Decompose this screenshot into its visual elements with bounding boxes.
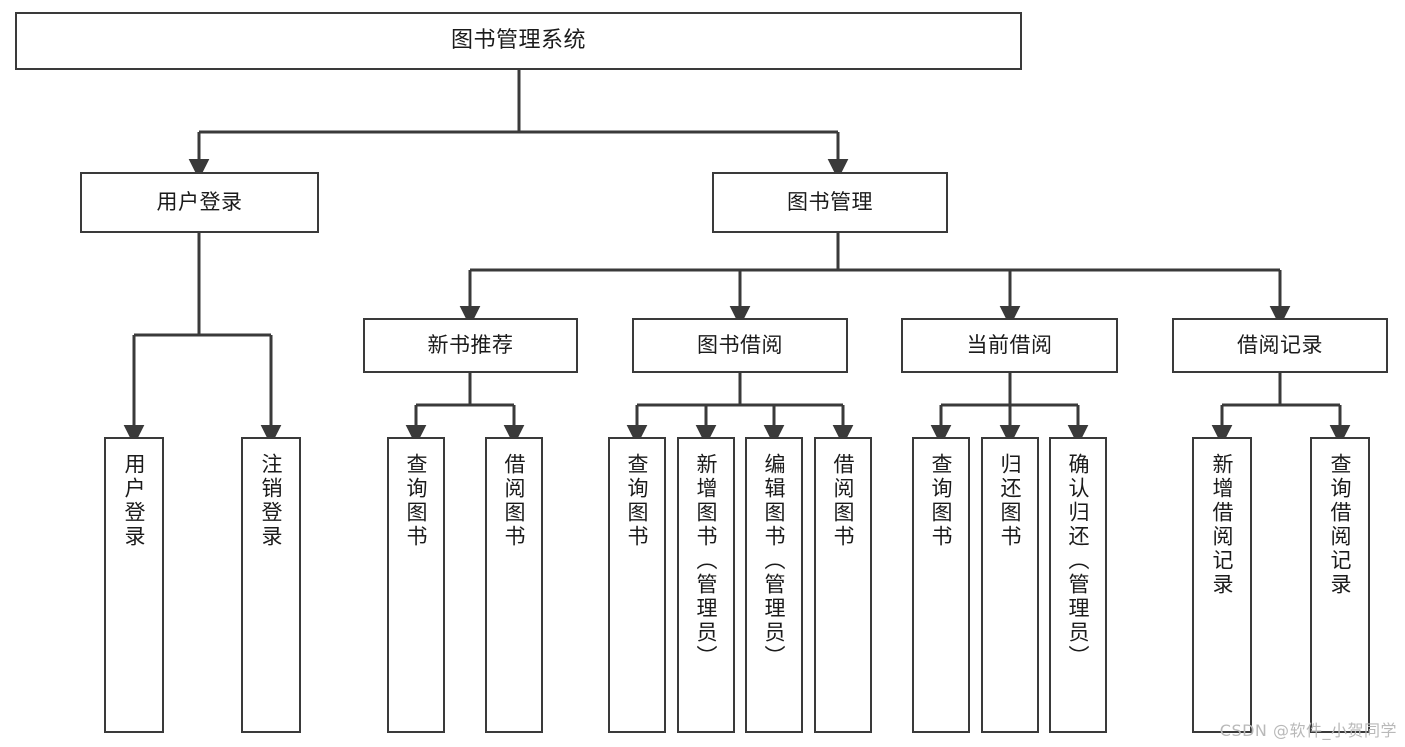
- leaf-book-borrow-edit-book[interactable]: 编辑图书（管理员）: [745, 437, 803, 733]
- leaf-book-borrow-borrow-book[interactable]: 借阅图书: [814, 437, 872, 733]
- leaf-user-login-logout[interactable]: 注销登录: [241, 437, 301, 733]
- node-root-system[interactable]: 图书管理系统: [15, 12, 1022, 70]
- node-label: 当前借阅: [966, 333, 1053, 358]
- node-book-borrow[interactable]: 图书借阅: [632, 318, 848, 373]
- node-label: 借阅图书: [502, 453, 527, 549]
- node-label: 查询借阅记录: [1328, 453, 1353, 597]
- node-current-borrow[interactable]: 当前借阅: [901, 318, 1118, 373]
- node-label: 查询图书: [404, 453, 429, 549]
- node-label: 新增借阅记录: [1210, 453, 1235, 597]
- leaf-book-borrow-add-book[interactable]: 新增图书（管理员）: [677, 437, 735, 733]
- node-label: 新书推荐: [427, 333, 514, 358]
- node-borrow-record[interactable]: 借阅记录: [1172, 318, 1388, 373]
- leaf-current-borrow-return-book[interactable]: 归还图书: [981, 437, 1039, 733]
- node-label: 确认归还（管理员）: [1066, 453, 1091, 669]
- node-label: 查询图书: [625, 453, 650, 549]
- node-new-book-recommend[interactable]: 新书推荐: [363, 318, 578, 373]
- leaf-current-borrow-confirm-return[interactable]: 确认归还（管理员）: [1049, 437, 1107, 733]
- node-label: 用户登录: [156, 190, 243, 215]
- leaf-new-book-borrow-book[interactable]: 借阅图书: [485, 437, 543, 733]
- leaf-user-login-login[interactable]: 用户登录: [104, 437, 164, 733]
- node-label: 用户登录: [122, 453, 147, 549]
- leaf-borrow-record-add-record[interactable]: 新增借阅记录: [1192, 437, 1252, 733]
- node-label: 编辑图书（管理员）: [762, 453, 787, 669]
- node-label: 图书管理系统: [450, 28, 586, 54]
- leaf-borrow-record-query-record[interactable]: 查询借阅记录: [1310, 437, 1370, 733]
- node-user-login[interactable]: 用户登录: [80, 172, 319, 233]
- leaf-new-book-query-book[interactable]: 查询图书: [387, 437, 445, 733]
- node-label: 图书管理: [787, 190, 873, 215]
- node-label: 借阅记录: [1237, 333, 1323, 358]
- node-label: 新增图书（管理员）: [694, 453, 719, 669]
- node-label: 图书借阅: [697, 333, 783, 358]
- leaf-current-borrow-query-book[interactable]: 查询图书: [912, 437, 970, 733]
- node-label: 归还图书: [998, 453, 1023, 549]
- node-book-management[interactable]: 图书管理: [712, 172, 948, 233]
- node-label: 查询图书: [929, 453, 954, 549]
- node-label: 借阅图书: [831, 453, 856, 549]
- csdn-watermark: CSDN @软件_小贺同学: [1219, 721, 1397, 740]
- node-label: 注销登录: [259, 453, 284, 549]
- leaf-book-borrow-query-book[interactable]: 查询图书: [608, 437, 666, 733]
